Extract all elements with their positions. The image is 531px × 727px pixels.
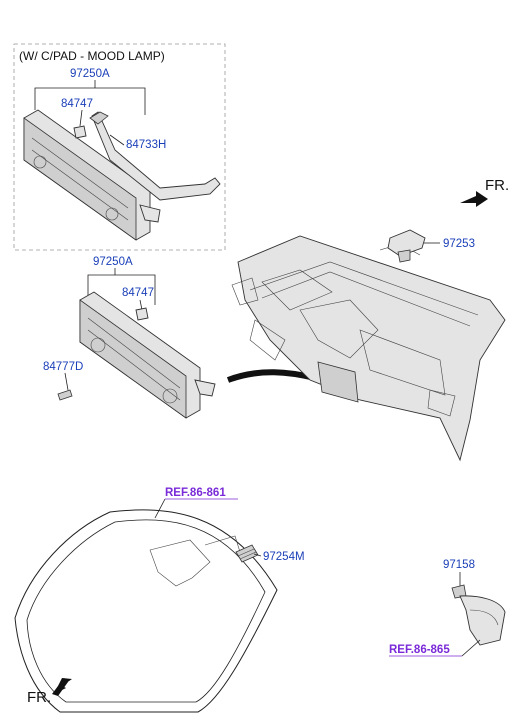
label-97253[interactable]: 97253 <box>443 238 475 250</box>
mood-lamp-trim <box>91 111 221 201</box>
label-84777d[interactable]: 84777D <box>43 361 83 373</box>
front-direction-top: FR. <box>460 177 509 207</box>
bracket-84747-mid <box>135 307 149 321</box>
dashboard-panel <box>226 235 506 462</box>
heater-control-panel-moodlamp <box>23 109 161 241</box>
inset-mood-lamp: (W/ C/PAD - MOOD LAMP) 97250A 84747 8473… <box>13 43 226 251</box>
screw-84777d <box>57 389 73 401</box>
ref-86-865[interactable]: REF.86-865 <box>389 644 450 656</box>
fr-label-top: FR. <box>485 177 509 194</box>
heater-control-assembly: 97250A 84747 84777D <box>43 256 216 419</box>
label-97250a-top[interactable]: 97250A <box>70 68 110 80</box>
front-direction-bottom: FR. <box>27 678 72 706</box>
fr-label-bottom: FR. <box>27 689 51 706</box>
label-97158[interactable]: 97158 <box>443 559 475 571</box>
label-97254m[interactable]: 97254M <box>263 551 305 563</box>
windshield: REF.86-861 97254M <box>14 487 305 713</box>
label-84747-mid[interactable]: 84747 <box>122 287 154 299</box>
label-97250a-mid[interactable]: 97250A <box>93 256 133 268</box>
sensor-97158: 97158 REF.86-865 <box>389 559 506 657</box>
label-84733h[interactable]: 84733H <box>126 139 166 151</box>
bracket-84747-top <box>73 125 87 139</box>
sensor-97253: 97253 <box>387 229 475 263</box>
ref-86-861[interactable]: REF.86-861 <box>165 487 226 499</box>
label-84747-top[interactable]: 84747 <box>61 98 93 110</box>
inset-title: (W/ C/PAD - MOOD LAMP) <box>19 49 165 63</box>
